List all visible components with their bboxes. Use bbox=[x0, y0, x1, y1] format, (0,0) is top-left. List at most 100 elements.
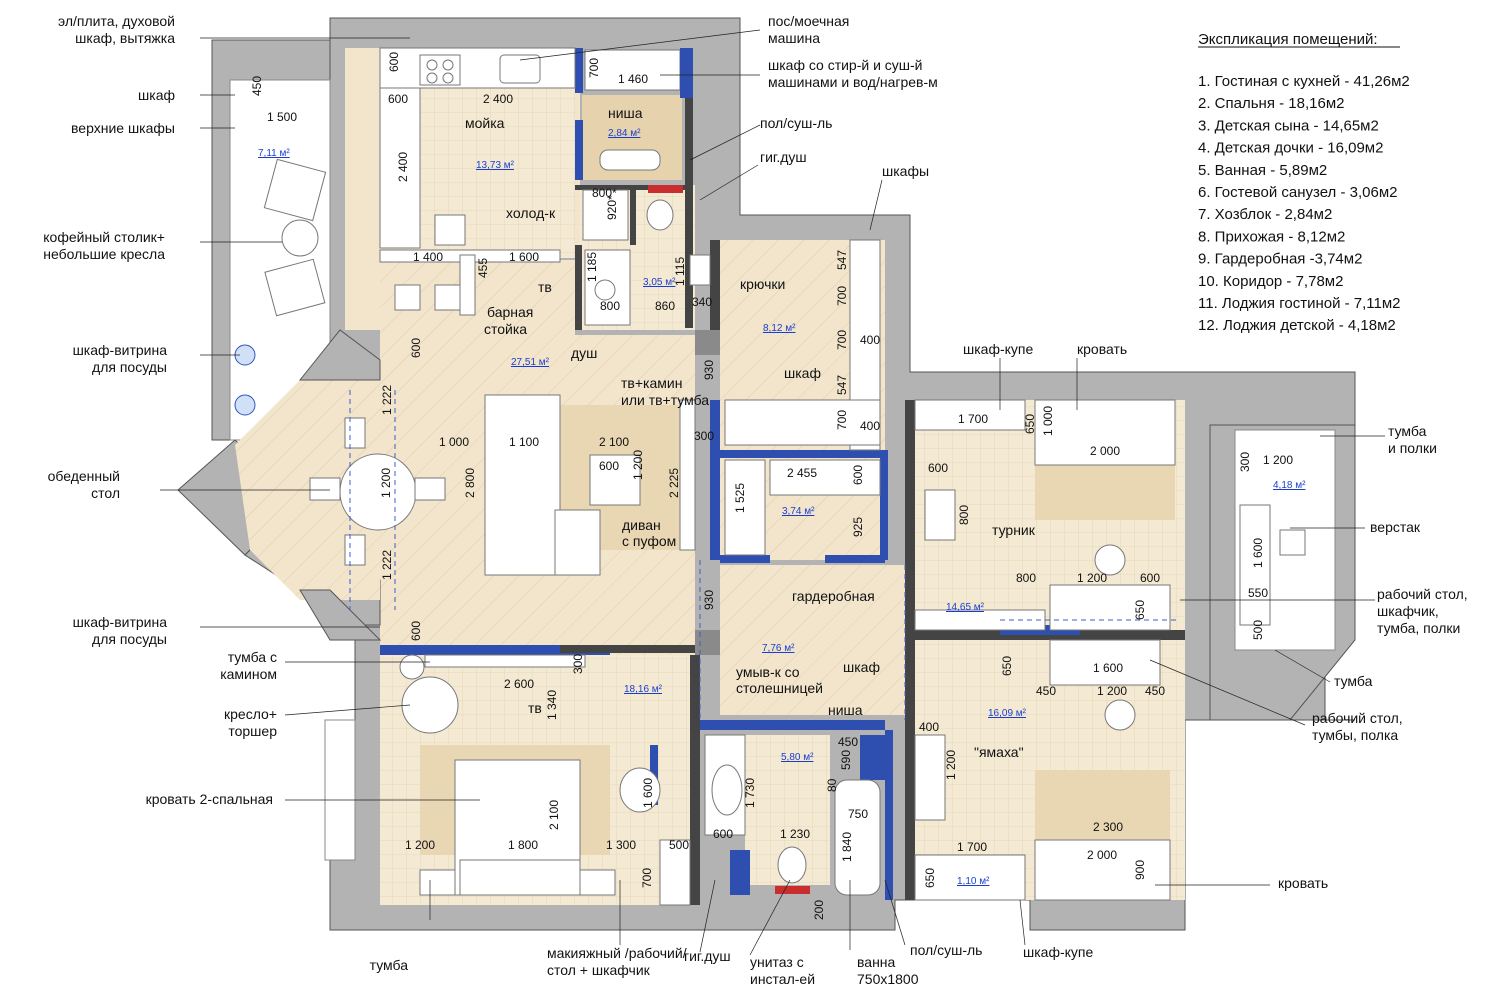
dimension-label: 700 bbox=[835, 330, 849, 350]
room-label: умыв-к со bbox=[736, 664, 800, 680]
dimension-label: 450 bbox=[1036, 684, 1056, 698]
dashed-guides bbox=[349, 390, 1180, 720]
dimension-label: 1 200 bbox=[1077, 571, 1107, 585]
room-label: стойка bbox=[484, 321, 527, 337]
callout-label: стол bbox=[91, 485, 120, 501]
callout-label: машина bbox=[768, 30, 820, 46]
dimension-label: 1 460 bbox=[618, 72, 648, 86]
legend-item: 1. Гостиная с кухней - 41,26м2 bbox=[1198, 73, 1410, 90]
dimension-label: 300 bbox=[1238, 452, 1252, 472]
legend-item: 10. Коридор - 7,78м2 bbox=[1198, 273, 1343, 290]
dimension-label: 1 730 bbox=[743, 778, 757, 808]
dimension-label: 500 bbox=[1251, 620, 1265, 640]
dimension-label: 1 340 bbox=[545, 690, 559, 720]
legend-item: 12. Лоджия детской - 4,18м2 bbox=[1198, 317, 1396, 334]
legend-title: Экспликация помещений: bbox=[1198, 31, 1378, 48]
callout-leaders bbox=[160, 29, 1385, 956]
callout-label: машинами и вод/нагрев-м bbox=[768, 74, 938, 90]
callout-label: шкаф-витрина bbox=[73, 614, 168, 630]
room-label: ниша bbox=[608, 105, 643, 121]
callout-label: рабочий стол, bbox=[1312, 710, 1403, 726]
room-label: столешницей bbox=[736, 680, 823, 696]
dimension-label: 930 bbox=[702, 590, 716, 610]
room-label: тв+камин bbox=[621, 375, 682, 391]
leader-line bbox=[869, 179, 883, 231]
dimension-label: 2 100 bbox=[547, 800, 561, 830]
leader-line bbox=[284, 704, 411, 716]
area-label: 5,80 м² bbox=[781, 752, 814, 763]
area-label: 3,74 м² bbox=[782, 506, 815, 517]
callout-label: тумба bbox=[1334, 673, 1373, 689]
callout-label: кровать bbox=[1278, 875, 1328, 891]
room-label: диван bbox=[622, 517, 661, 533]
dimension-label: 1 000 bbox=[439, 435, 469, 449]
dimension-label: 550 bbox=[1248, 586, 1268, 600]
dimension-label: 2 455 bbox=[787, 466, 817, 480]
callout-label: и полки bbox=[1388, 440, 1437, 456]
callout-label: инстал-ей bbox=[750, 971, 815, 987]
room-label: барная bbox=[487, 304, 533, 320]
dimension-label: 920* bbox=[605, 195, 619, 220]
area-label: 27,51 м² bbox=[511, 357, 550, 368]
dimension-label: 700 bbox=[835, 410, 849, 430]
area-label: 13,73 м² bbox=[476, 160, 515, 171]
corridor-floor bbox=[720, 565, 910, 715]
callout-label: камином bbox=[220, 666, 277, 682]
dimension-label: 930 bbox=[702, 360, 716, 380]
callout-label: пос/моечная bbox=[768, 13, 849, 29]
dimension-label: 1 600 bbox=[509, 250, 539, 264]
dimension-label: 1 300 bbox=[606, 838, 636, 852]
dimension-label: 600 bbox=[1140, 571, 1160, 585]
dimension-label: 1 222 bbox=[380, 550, 394, 580]
dimension-label: 1 600 bbox=[641, 778, 655, 808]
dimension-label: 800 bbox=[957, 505, 971, 525]
dimension-label: 2 600 bbox=[504, 677, 534, 691]
dimension-label: 600 bbox=[851, 465, 865, 485]
dimension-label: 455 bbox=[476, 258, 490, 278]
room-label: гардеробная bbox=[792, 588, 875, 604]
callout-label: обеденный bbox=[48, 468, 120, 484]
dimension-label: 700 bbox=[835, 286, 849, 306]
dimension-label: 2 800 bbox=[463, 468, 477, 498]
dimension-label: 1 115 bbox=[673, 257, 687, 286]
callout-label: шкаф, вытяжка bbox=[75, 30, 175, 46]
dimension-label: 860 bbox=[655, 299, 675, 313]
callout-label: для посуды bbox=[92, 359, 167, 375]
area-label: 18,16 м² bbox=[624, 684, 663, 695]
dimension-label: 1 600 bbox=[1093, 661, 1123, 675]
dimension-label: 2 225 bbox=[667, 468, 681, 498]
dimension-label: 547 bbox=[835, 250, 849, 270]
callout-label: 750х1800 bbox=[857, 971, 919, 987]
area-label: 8,12 м² bbox=[763, 323, 796, 334]
dimension-label: 750 bbox=[848, 807, 868, 821]
callout-label: унитаз с bbox=[750, 954, 804, 970]
dimension-label: 547 bbox=[835, 375, 849, 395]
dimension-label: 1 200 bbox=[944, 750, 958, 780]
callout-label: тумба с bbox=[228, 649, 277, 665]
callout-label: кровать 2-спальная bbox=[146, 791, 273, 807]
dimension-label: 1 700 bbox=[958, 412, 988, 426]
dimension-label: 300 bbox=[571, 654, 585, 674]
leader-line bbox=[519, 29, 761, 61]
dimension-label: 1 200 bbox=[405, 838, 435, 852]
callout-label: шкаф-купе bbox=[963, 341, 1033, 357]
dimension-label: 400 bbox=[860, 333, 880, 347]
callout-label: тумба bbox=[1388, 423, 1427, 439]
callout-label: эл/плита, духовой bbox=[58, 13, 175, 29]
dimension-label: 1 525 bbox=[733, 483, 747, 513]
callout-label: шкаф-витрина bbox=[73, 342, 168, 358]
dimension-label: 600 bbox=[409, 338, 423, 358]
room-label: холод-к bbox=[506, 205, 556, 221]
dimension-label: 400 bbox=[860, 419, 880, 433]
dimension-label: 1 100 bbox=[509, 435, 539, 449]
dimension-label: 900 bbox=[1133, 860, 1147, 880]
dimension-label: 650 bbox=[1023, 414, 1037, 434]
dimension-label: 80 bbox=[825, 778, 839, 792]
callout-label: стол + шкафчик bbox=[547, 962, 651, 978]
area-label: 1,10 м² bbox=[957, 876, 990, 887]
dimension-label: 1 185 bbox=[585, 252, 599, 282]
dimension-label: 800 bbox=[1016, 571, 1036, 585]
leader-line bbox=[699, 164, 759, 201]
legend-item: 8. Прихожая - 8,12м2 bbox=[1198, 228, 1345, 245]
dimension-label: 1 500 bbox=[267, 110, 297, 124]
